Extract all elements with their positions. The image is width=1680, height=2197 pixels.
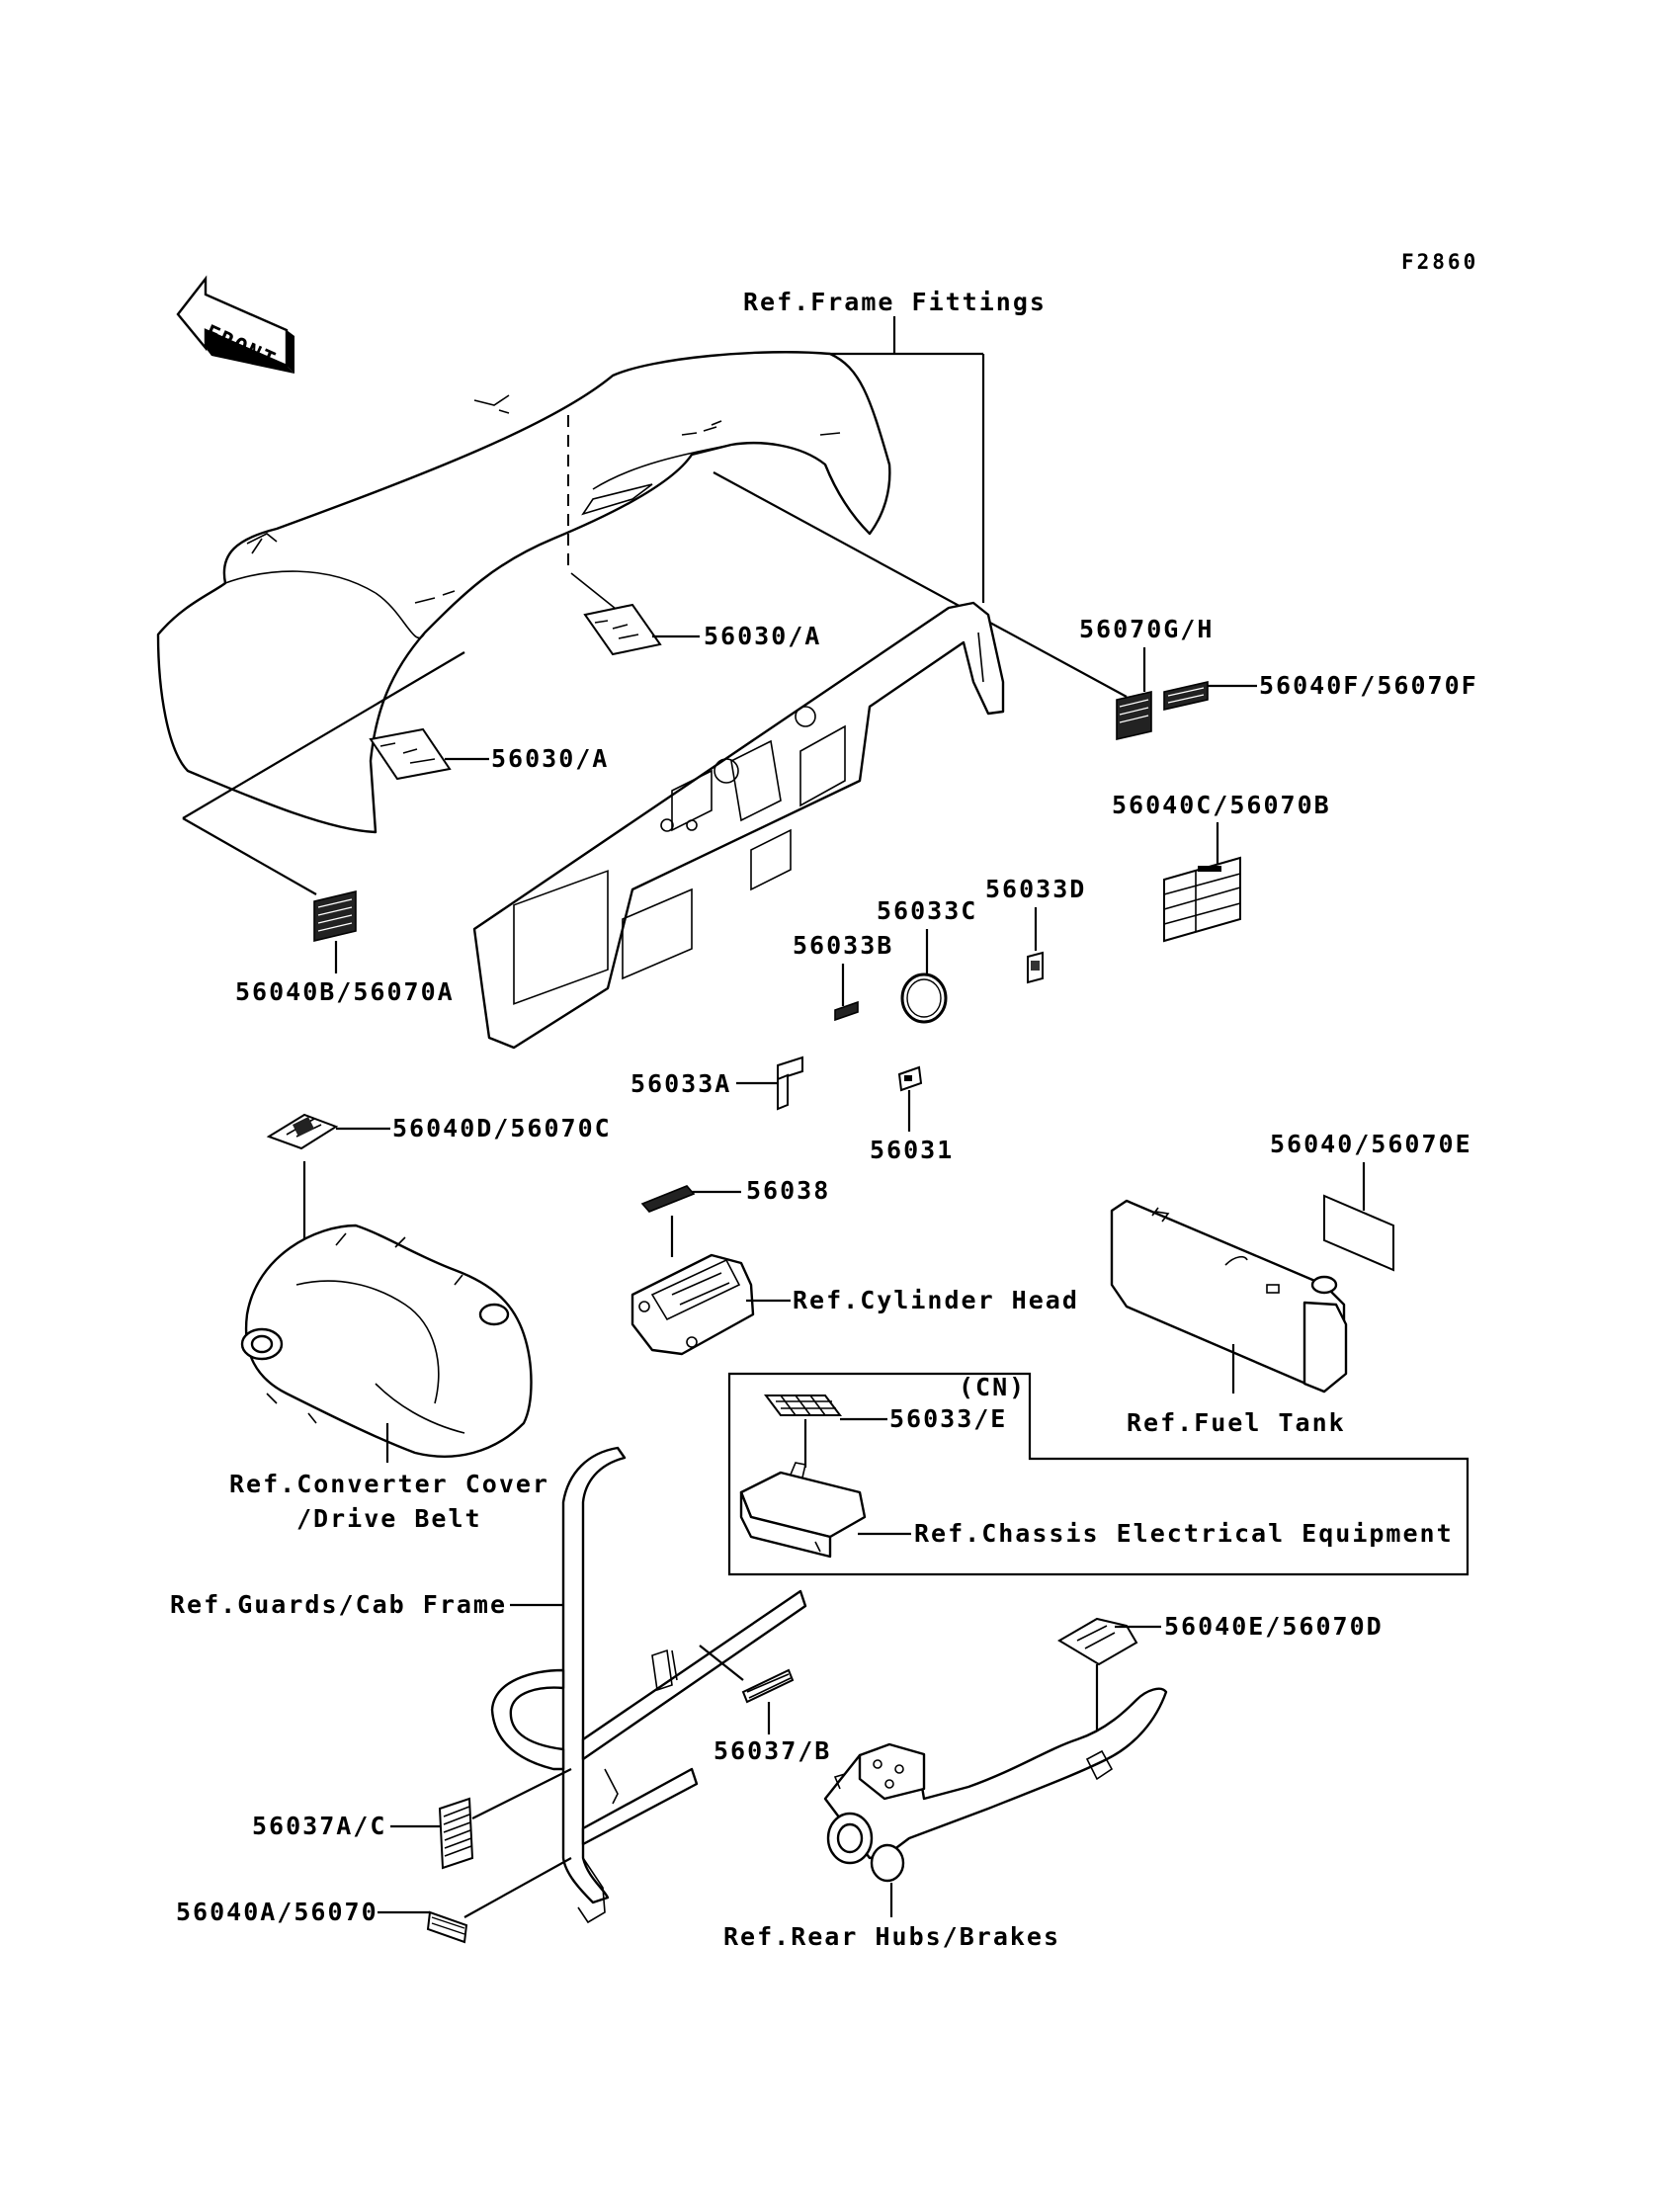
decal-56040b <box>313 889 357 973</box>
chassis-electrical-box <box>739 1462 867 1559</box>
label-56030a-top: 56030/A <box>704 622 821 650</box>
decal-56033c-ring <box>900 972 948 1024</box>
ref-rear-hubs: Ref.Rear Hubs/Brakes <box>723 1922 1060 1951</box>
leader-56040b-b <box>182 817 317 895</box>
front-arrow-icon: FRONT <box>176 275 294 374</box>
leader-56040b-a <box>182 651 465 819</box>
cab-frame <box>490 1446 807 1924</box>
label-56040f: 56040F/56070F <box>1259 671 1478 700</box>
label-56033a: 56033A <box>630 1069 731 1098</box>
label-56038: 56038 <box>746 1176 830 1205</box>
leader-56070gh <box>713 471 1128 698</box>
ref-converter-cover: Ref.Converter Cover <box>229 1470 549 1498</box>
ref-fuel-tank: Ref.Fuel Tank <box>1127 1408 1346 1437</box>
decal-56037ac <box>390 1768 572 1870</box>
decal-56033a <box>736 1056 803 1111</box>
ref-frame-fittings: Ref.Frame Fittings <box>743 288 1047 316</box>
label-56040c: 56040C/56070B <box>1112 791 1331 819</box>
decal-56030a-mid <box>369 727 489 781</box>
label-56070gh: 56070G/H <box>1079 615 1214 643</box>
decal-56033e <box>764 1394 887 1468</box>
ref-chassis-electrical: Ref.Chassis Electrical Equipment <box>914 1519 1454 1548</box>
label-56040e: 56040/56070E <box>1270 1130 1472 1158</box>
label-56040e-56070d: 56040E/56070D <box>1164 1612 1384 1641</box>
decal-56038 <box>640 1185 741 1213</box>
label-56037ac: 56037A/C <box>252 1812 386 1840</box>
ref-cylinder-head: Ref.Cylinder Head <box>793 1286 1079 1314</box>
label-56033d: 56033D <box>985 875 1086 903</box>
decal-56070gh <box>1116 690 1152 741</box>
decal-56033d <box>1027 951 1044 984</box>
dashboard-cover <box>156 351 891 834</box>
label-56037b: 56037/B <box>714 1736 831 1765</box>
decal-56031 <box>897 1065 923 1132</box>
dash-panel-frame <box>472 601 1005 1050</box>
label-56031: 56031 <box>870 1136 954 1164</box>
label-56033c: 56033C <box>877 896 977 925</box>
cylinder-head-cover <box>630 1253 755 1356</box>
ref-guards-cab: Ref.Guards/Cab Frame <box>170 1590 507 1619</box>
label-56033b: 56033B <box>793 931 893 960</box>
decal-56037b <box>699 1645 795 1734</box>
decal-56040f <box>1163 680 1257 712</box>
label-56033e: 56033/E <box>889 1404 1007 1433</box>
label-56030a-mid: 56030/A <box>491 744 609 773</box>
decal-56040e <box>1323 1194 1394 1272</box>
decal-56040c <box>1163 856 1241 943</box>
label-56040d: 56040D/56070C <box>392 1114 612 1142</box>
figure-id: F2860 <box>1401 250 1478 274</box>
decal-56040d <box>266 1113 390 1150</box>
decal-56033b <box>834 1000 859 1022</box>
decal-56030a-top <box>583 603 700 656</box>
decal-56040a <box>378 1857 572 1944</box>
cn-box <box>727 1372 1470 1576</box>
rear-hub <box>823 1687 1168 1883</box>
fuel-tank <box>1110 1199 1348 1394</box>
label-56040a: 56040A/56070 <box>176 1898 378 1926</box>
ref-drive-belt: /Drive Belt <box>296 1504 482 1533</box>
label-56040b: 56040B/56070A <box>235 977 455 1006</box>
cn-label: (CN) <box>959 1373 1026 1401</box>
dash-leader-2 <box>570 572 622 614</box>
converter-cover <box>240 1224 533 1458</box>
